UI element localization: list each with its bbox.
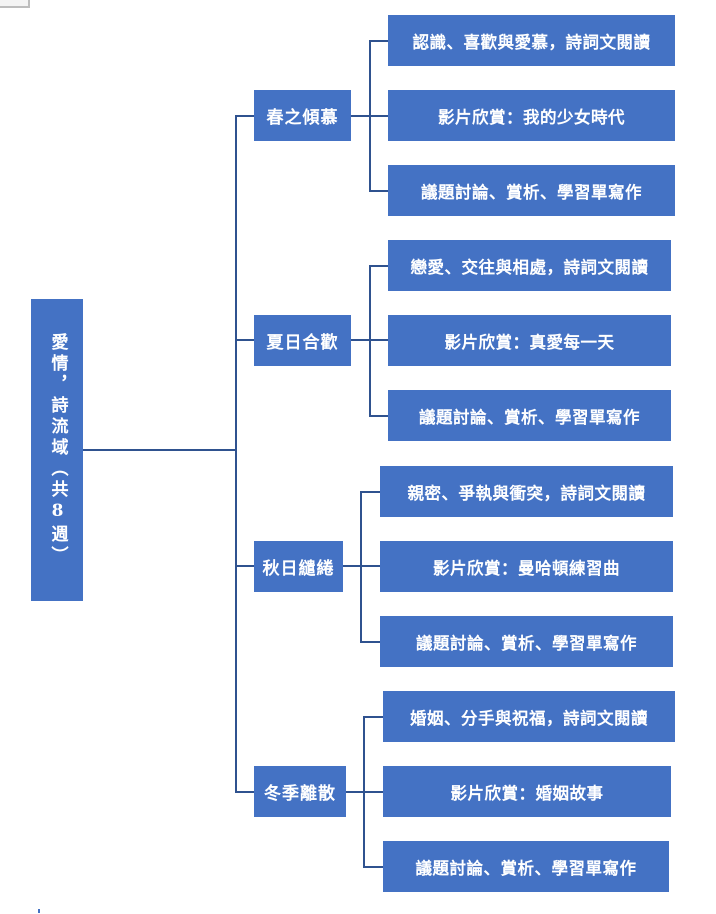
activity-box: 影片欣賞：我的少女時代 <box>388 90 675 141</box>
season-title: 春之傾慕 <box>266 108 339 128</box>
group-3-vertical <box>360 491 362 643</box>
group-1-tick-2 <box>369 115 388 117</box>
season-title: 冬季離散 <box>264 784 336 804</box>
activity-label: 議題討論、賞析、學習單寫作 <box>419 407 640 427</box>
group-2-vertical <box>369 265 371 417</box>
activity-box: 影片欣賞：婚姻故事 <box>383 766 671 817</box>
group-2-tick-2 <box>369 339 388 341</box>
activity-label: 影片欣賞：婚姻故事 <box>450 783 604 803</box>
group-3-tick-2 <box>360 565 380 567</box>
activity-label: 議題討論、賞析、學習單寫作 <box>421 182 642 202</box>
activity-box: 親密、爭執與衝突，詩詞文閱讀 <box>380 466 673 517</box>
activity-label: 認識、喜歡與愛慕，詩詞文閱讀 <box>412 32 651 52</box>
group-2-stub <box>351 339 371 341</box>
group-2-tick-3 <box>369 415 388 417</box>
group-4-tick-2 <box>363 791 383 793</box>
activity-box: 影片欣賞：真愛每一天 <box>388 315 671 366</box>
activity-label: 影片欣賞：我的少女時代 <box>438 107 625 127</box>
group-1-tick-1 <box>369 40 388 42</box>
trunk-vertical <box>235 115 237 792</box>
activity-box: 認識、喜歡與愛慕，詩詞文閱讀 <box>388 15 675 66</box>
activity-label: 議題討論、賞析、學習單寫作 <box>416 633 637 653</box>
group-2-tick-1 <box>369 265 388 267</box>
activity-box: 議題討論、賞析、學習單寫作 <box>388 390 671 441</box>
branch-2 <box>235 339 255 341</box>
group-3-stub <box>343 565 362 567</box>
activity-box: 議題討論、賞析、學習單寫作 <box>383 841 669 892</box>
window-corner <box>0 0 30 8</box>
group-4-tick-1 <box>363 716 383 718</box>
season-box-spring: 春之傾慕 <box>254 90 351 141</box>
activity-label: 婚姻、分手與祝福，詩詞文閱讀 <box>410 708 648 728</box>
activity-label: 議題討論、賞析、學習單寫作 <box>415 858 637 878</box>
branch-1 <box>235 115 255 117</box>
branch-3 <box>235 565 255 567</box>
activity-box: 婚姻、分手與祝福，詩詞文閱讀 <box>383 691 675 742</box>
root-topic-box: 愛情，詩流域（共8週） <box>31 299 83 601</box>
activity-label: 親密、爭執與衝突，詩詞文閱讀 <box>407 483 646 503</box>
activity-box: 議題討論、賞析、學習單寫作 <box>388 165 675 216</box>
group-4-stub <box>346 791 365 793</box>
season-title: 秋日繾綣 <box>262 559 335 579</box>
group-1-tick-3 <box>369 190 388 192</box>
group-3-tick-1 <box>360 491 380 493</box>
activity-box: 議題討論、賞析、學習單寫作 <box>380 616 673 667</box>
root-topic-label: 愛情，詩流域（共8週） <box>47 333 68 567</box>
activity-label: 影片欣賞：曼哈頓練習曲 <box>433 558 620 578</box>
season-title: 夏日合歡 <box>266 333 339 353</box>
text-cursor-mark <box>38 909 40 913</box>
activity-box: 影片欣賞：曼哈頓練習曲 <box>380 541 673 592</box>
group-1-stub <box>351 115 371 117</box>
season-box-winter: 冬季離散 <box>254 766 346 817</box>
activity-label: 戀愛、交往與相處，詩詞文閱讀 <box>410 257 649 277</box>
branch-4 <box>235 791 255 793</box>
season-box-autumn: 秋日繾綣 <box>254 541 343 592</box>
group-4-tick-3 <box>363 866 383 868</box>
root-connector <box>83 449 237 451</box>
group-3-tick-3 <box>360 641 380 643</box>
activity-label: 影片欣賞：真愛每一天 <box>444 332 615 352</box>
activity-box: 戀愛、交往與相處，詩詞文閱讀 <box>388 240 671 291</box>
season-box-summer: 夏日合歡 <box>254 315 351 366</box>
